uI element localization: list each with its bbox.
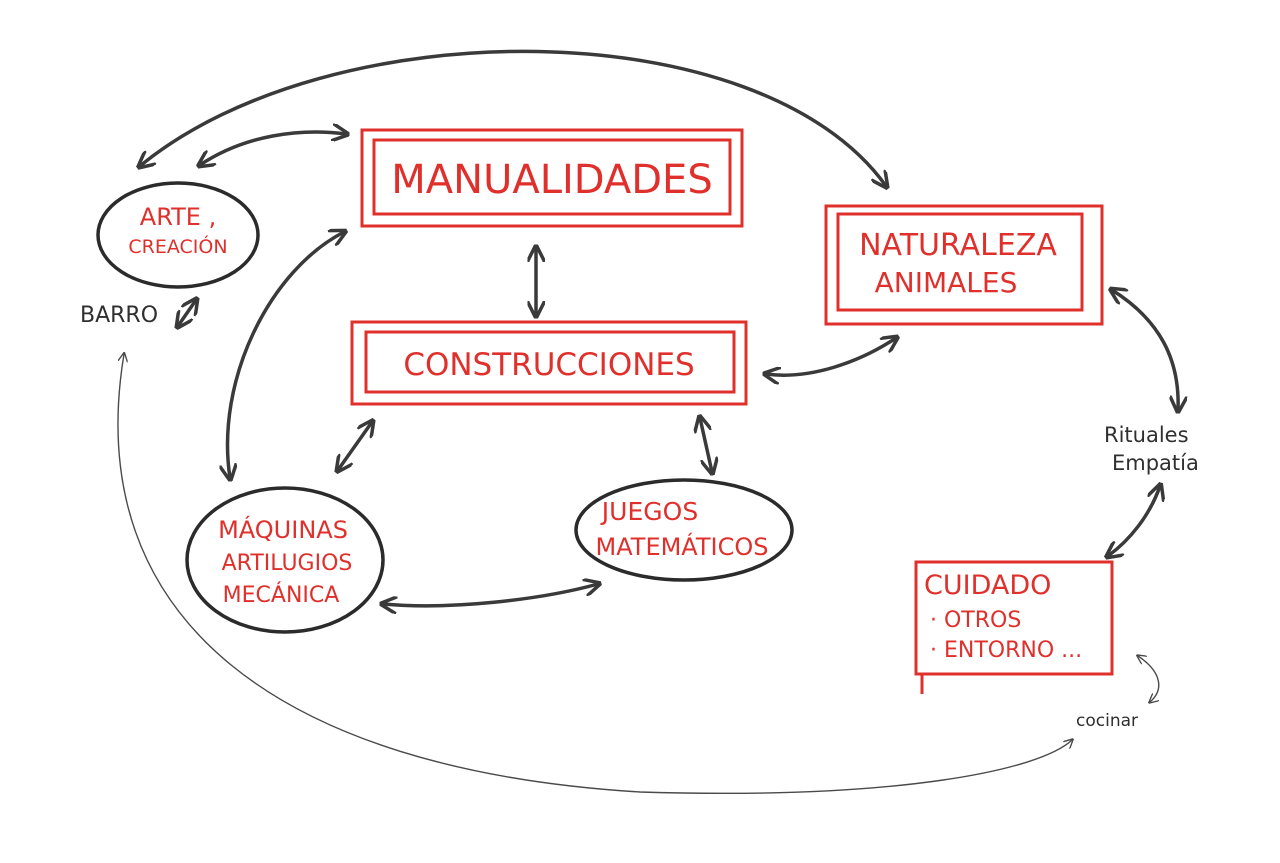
maquinas-label-line3: MECÁNICA [223,582,340,608]
cuidado-label-line2: · OTROS [930,608,1021,633]
arrow-construcciones-maquinas [338,422,372,470]
arrow-barro-cocinar [117,354,1072,794]
node-juegos: JUEGOS MATEMÁTICOS [574,478,794,582]
naturaleza-outer-box [824,204,1104,326]
maquinas-label-line2: ARTILUGIOS [222,551,353,576]
juegos-label-line2: MATEMÁTICOS [596,532,769,561]
naturaleza-label-line2: ANIMALES [875,266,1018,299]
maquinas-label-line1: MÁQUINAS [218,515,348,544]
node-arte: ARTE , CREACIÓN [96,181,260,289]
arrow-arte-manualidades [200,132,346,165]
construcciones-label: CONSTRUCCIONES [403,347,694,383]
node-maquinas: MÁQUINAS ARTILUGIOS MECÁNICA [185,486,385,634]
rituales-label-line1: Rituales [1104,423,1189,447]
arrow-cuidado-cocinar [1138,656,1160,702]
arrow-construcciones-naturaleza [766,338,896,375]
juegos-ellipse [574,478,794,582]
cocinar-label: cocinar [1076,711,1138,731]
arrow-naturaleza-rituales [1112,290,1178,410]
arte-ellipse [96,181,260,289]
rituales-label-line2: Empatía [1112,451,1199,475]
arrow-barro-arte [178,300,196,326]
naturaleza-label-line1: NATURALEZA [859,228,1057,263]
arte-label-line1: ARTE , [140,203,216,231]
naturaleza-inner-box [836,212,1084,312]
arte-label-line2: CREACIÓN [128,234,227,258]
barro-label: BARRO [80,303,158,328]
cuidado-label-line1: CUIDADO [924,570,1051,601]
node-naturaleza: NATURALEZA ANIMALES [824,204,1104,326]
arrow-rituales-cuidado [1108,486,1160,556]
juegos-label-line1: JUEGOS [600,497,698,526]
manualidades-label: MANUALIDADES [391,157,712,203]
arrow-arte-naturaleza [140,49,886,186]
cuidado-label-line3: · ENTORNO ... [930,638,1082,663]
node-construcciones: CONSTRUCCIONES [350,320,748,406]
arrow-maquinas-juegos [383,584,598,606]
arrow-maquinas-manualidades [228,232,344,478]
node-manualidades: MANUALIDADES [360,128,744,228]
node-cuidado: CUIDADO · OTROS · ENTORNO ... [914,560,1114,694]
arrow-construcciones-juegos [700,418,712,472]
